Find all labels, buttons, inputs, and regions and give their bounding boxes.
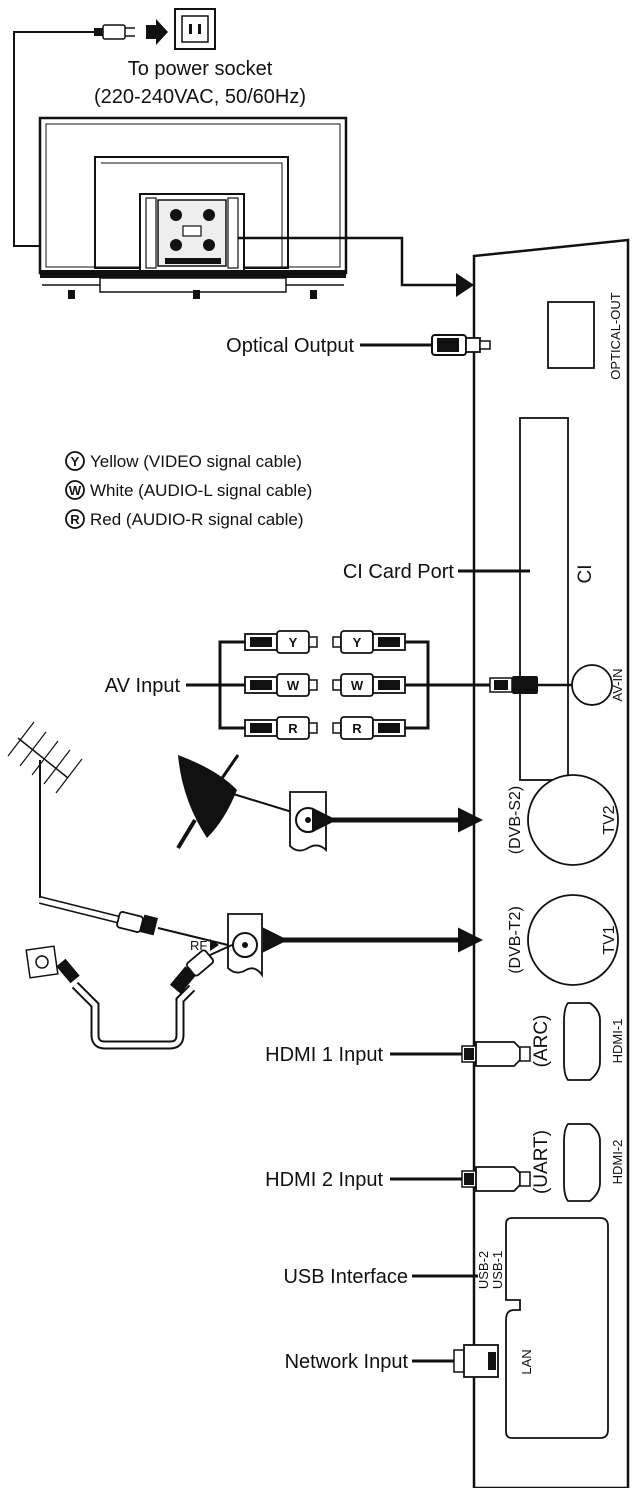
wall-socket-icon [174,8,216,50]
optical-plug-icon [431,334,491,356]
hdmi2-port [563,1123,601,1202]
hdmi1-plug-icon [461,1041,531,1067]
power-rating-label: (220-240VAC, 50/60Hz) [94,86,306,108]
rca-plug-left-white [244,673,318,697]
rca-mark-r-left: R [288,721,298,736]
network-input-label: Network Input [285,1351,409,1373]
power-socket-label: To power socket [128,58,273,80]
hdmi1-input-label: HDMI 1 Input [265,1044,383,1066]
uart-label: (UART) [531,1130,552,1194]
antenna-cable [39,896,233,947]
av-input-label: AV Input [105,675,181,697]
rca-mark-w-right: W [351,678,364,693]
legend-white-text: White (AUDIO-L signal cable) [90,481,312,500]
satellite-dish-icon [176,754,293,850]
hdmi1-port [563,1002,601,1081]
tv-to-panel-line [238,236,462,287]
rf-label: RF [190,938,207,953]
ci-slot [519,417,569,781]
av-cable-harness [186,640,490,730]
legend-yellow-text: Yellow (VIDEO signal cable) [90,452,302,471]
tv1-port-label: TV1 [601,925,618,954]
coax-loop-cable [25,944,233,1050]
rca-plug-right-white [332,673,406,697]
arc-label: (ARC) [531,1015,552,1068]
rca-plug-left-yellow [244,630,318,654]
usb2-label: USB-2 [476,1251,491,1289]
lan-port-label: LAN [519,1349,534,1374]
rca-plug-right-red [332,716,406,740]
hdmi2-input-label: HDMI 2 Input [265,1169,383,1191]
rca-mark-y-right: Y [353,635,362,650]
tv2-port [527,774,619,866]
rca-mark-w-left: W [287,678,300,693]
lan-plug-icon [453,1344,499,1378]
satellite-wall-socket [289,791,327,853]
hdmi2-plug-icon [461,1166,531,1192]
ci-port-label: CI [575,565,596,584]
legend-mark-r: R [70,512,80,527]
tv1-port [527,894,619,986]
usb-lan-outline [505,1217,609,1439]
tv2-port-label: TV2 [601,805,618,834]
rf-pointer-icon [210,939,219,951]
rf-wall-socket [227,913,263,978]
optical-port [547,301,595,369]
rca-mark-y-left: Y [289,635,298,650]
legend-mark-y: Y [71,454,80,469]
cable-color-legend: Y Yellow (VIDEO signal cable) W White (A… [65,451,312,529]
rca-plug-right-yellow [332,630,406,654]
ci-card-port-label: CI Card Port [343,561,455,583]
arrow-to-panel-icon [456,273,474,297]
hdmi1-port-label: HDMI-1 [610,1019,625,1064]
optical-port-label: OPTICAL-OUT [608,292,623,379]
rca-plug-left-red [244,716,318,740]
rca-mark-r-right: R [352,721,362,736]
hdmi2-port-label: HDMI-2 [610,1140,625,1185]
power-arrow-icon [146,19,168,45]
legend-mark-w: W [69,483,82,498]
antenna-icon [7,721,83,898]
tv-rear-illustration [38,116,348,299]
av-in-port [571,664,613,706]
av-jack-plug-icon [489,676,572,694]
usb1-label: USB-1 [490,1251,505,1289]
legend-red-text: Red (AUDIO-R signal cable) [90,510,304,529]
optical-output-label: Optical Output [226,335,354,357]
dvb-s2-label: (DVB-S2) [507,786,524,854]
av-in-port-label: AV-IN [610,669,625,702]
dvb-t2-label: (DVB-T2) [507,906,524,974]
usb-interface-label: USB Interface [283,1266,408,1288]
